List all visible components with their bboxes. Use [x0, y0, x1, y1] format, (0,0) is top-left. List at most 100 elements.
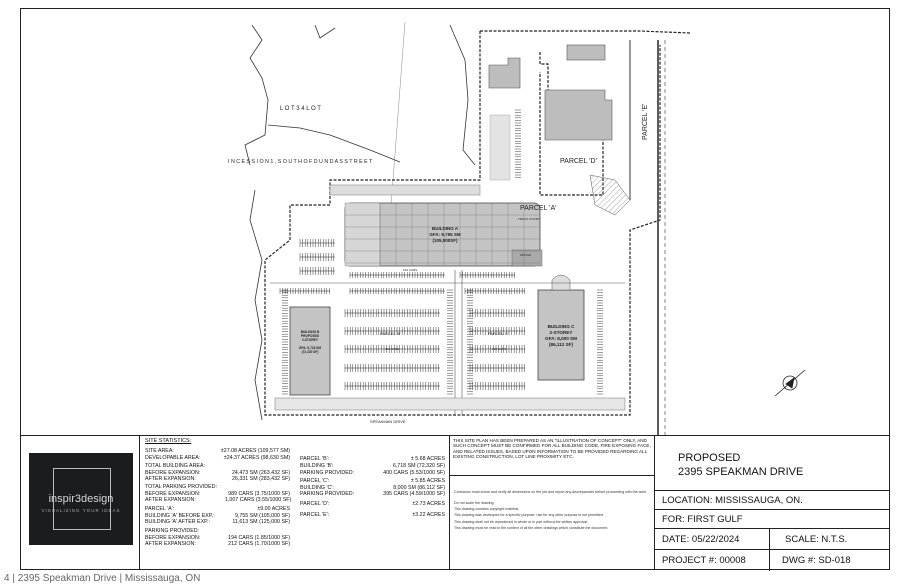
building-a-label: BUILDING A GFA: 9,755 SM (105,000SF): [429, 226, 461, 243]
stat-label: AFTER EXPANSION:: [145, 497, 196, 503]
stat-value: ±9.00 ACRES: [257, 506, 290, 512]
scale: SCALE: N.T.S.: [770, 529, 890, 550]
stat-value: 26,331 SM (283,432 SF): [231, 476, 290, 482]
company-logo: inspir3design VISUALIZING YOUR IDEAS: [29, 453, 133, 545]
stat-value: ±27.08 ACRES (109,577 SM): [220, 448, 290, 454]
stat-label: TOTAL PARKING PROVIDED:: [145, 484, 217, 490]
stat-label: BUILDING 'C':: [300, 484, 334, 491]
stat-label: BUILDING 'A' AFTER EXP.:: [145, 519, 210, 525]
svg-text:(72,320 SF): (72,320 SF): [302, 350, 319, 354]
logo-tagline: VISUALIZING YOUR IDEAS: [41, 508, 121, 513]
north-arrow: [774, 369, 806, 397]
existing-buildings: [488, 44, 613, 141]
stat-value: 9,755 SM (105,000 SF): [234, 512, 290, 519]
stat-value: ±24.37 ACRES (98,630 SM): [223, 454, 290, 461]
logo-cell: inspir3design VISUALIZING YOUR IDEAS: [20, 435, 140, 570]
stat-value: 989 CARS (3.75/1000 SF): [228, 490, 290, 497]
stat-label: BUILDING 'A' BEFORE EXP.:: [145, 512, 215, 519]
stat-value: 24,473 SM (263,432 SF): [231, 469, 290, 476]
note-item: Do not scale the drawing.: [454, 501, 495, 505]
svg-text:GFA: 9,755 SM: GFA: 9,755 SM: [429, 232, 461, 237]
stat-label: PARKING PROVIDED:: [300, 491, 355, 497]
logo-name: inspir3design: [48, 493, 114, 505]
lot-label: L O T 3 4 L O T: [280, 106, 321, 112]
stat-label: PARKING PROVIDED:: [145, 528, 200, 534]
stat-label: BEFORE EXPANSION:: [145, 469, 201, 476]
project-title-1: PROPOSED: [678, 452, 741, 464]
building-c: [537, 274, 585, 381]
parking-stalls: [279, 109, 625, 408]
site-statistics: SITE STATISTICS: SITE AREA: ±27.08 ACRES…: [140, 435, 450, 570]
cars-a-label: 194 CARS: [403, 268, 417, 272]
landscape-strip: [329, 184, 481, 196]
date: DATE: 05/22/2024: [655, 529, 770, 550]
street-label: SPEAKMAN DRIVE: [370, 419, 406, 424]
note-item: This drawing must be read in the context…: [454, 526, 609, 530]
stat-value: 194 CARS (1.85/1000 SF): [228, 534, 290, 541]
stat-value: 212 CARS (1.70/1000 SF): [228, 541, 290, 547]
cars-b-label: 400 CARS: [385, 347, 399, 351]
parcel-b-label: PARCEL 'B': [380, 331, 401, 336]
disclaimer: THIS SITE PLAN HAS BEEN PREPARED AS AN "…: [450, 436, 655, 476]
svg-text:(86,112 SF): (86,112 SF): [549, 342, 573, 347]
stat-value: 395 CARS (4.59/1000 SF): [383, 491, 445, 497]
building-a: [344, 202, 543, 267]
svg-text:2-STOREY: 2-STOREY: [302, 338, 319, 342]
road-right: [629, 40, 666, 435]
stat-label: AFTER EXPANSION:: [145, 541, 196, 547]
stat-label: PARCEL 'E':: [300, 512, 330, 518]
project-title-2: 2395 SPEAKMAN DRIVE: [678, 466, 804, 478]
parcel-d-label: PARCEL 'D': [560, 158, 597, 165]
drawing-sheet: [20, 8, 890, 570]
parcel-a-label: PARCEL 'A': [520, 205, 557, 212]
stat-value: ± 5.68 ACRES: [410, 456, 445, 462]
cars-c-label: 395 CARS: [492, 347, 506, 351]
parcel-c-label: PARCEL 'C': [488, 331, 509, 336]
svg-text:BUILDING A: BUILDING A: [432, 226, 459, 231]
building-b-label: BUILDING B PROPOSED 2-STOREY GFA: 6,718 …: [299, 330, 321, 354]
svg-text:(105,000SF): (105,000SF): [432, 238, 458, 243]
site-plan: L O T 3 4 L O T I N C E S S I O N 1 , S …: [228, 21, 806, 435]
stat-value: 1,007 CARS (3.55/1000 SF): [225, 497, 292, 503]
svg-text:BUILDING C: BUILDING C: [548, 324, 575, 329]
note-item: This drawing shall not be reproduced in …: [454, 519, 589, 524]
building-c-label: BUILDING C 2-STOREY GFA: 8,000 SM (86,11…: [545, 324, 577, 347]
title-block: PROPOSED 2395 SPEAKMAN DRIVE LOCATION: M…: [655, 435, 890, 571]
building-b: [289, 306, 331, 396]
stat-label: DEVELOPABLE AREA:: [145, 454, 201, 461]
concession-label: I N C E S S I O N 1 , S O U T H O F D U …: [228, 159, 373, 165]
office-label: OFFICE: [520, 253, 531, 257]
stat-label: PARCEL 'A':: [145, 506, 175, 512]
parcel-e-label: PARCEL 'E': [642, 103, 649, 140]
stat-label: PARCEL 'B':: [300, 456, 330, 462]
drawing-notes: THIS SITE PLAN HAS BEEN PREPARED AS AN "…: [450, 435, 655, 570]
note-item: Contractor must check and verify all dim…: [454, 490, 648, 494]
stat-value: ±3.22 ACRES: [412, 512, 445, 518]
stat-label: PARKING PROVIDED:: [300, 469, 355, 476]
note-item: This drawing was developed for a specifi…: [454, 513, 605, 517]
location: LOCATION: MISSISSAUGA, ON.: [655, 491, 890, 510]
stat-value: 11,613 SM (125,000 SF): [232, 519, 290, 525]
stat-value: ±2.73 ACRES: [412, 501, 445, 507]
stats-heading: SITE STATISTICS:: [145, 438, 192, 444]
stat-value: ± 5.85 ACRES: [410, 478, 445, 484]
stat-label: AFTER EXPANSION:: [145, 476, 196, 482]
stat-label: PARCEL 'D':: [300, 501, 330, 507]
note-item: This drawing contains copyright material…: [454, 506, 520, 511]
svg-text:2-STOREY: 2-STOREY: [550, 330, 573, 335]
landscape-strip: [489, 114, 511, 181]
stat-value: 6,718 SM (72,320 SF): [392, 463, 445, 469]
lot-outline: [244, 21, 476, 421]
truck-court-label: TRUCK COURT: [518, 217, 540, 221]
drawing-number: DWG #: SD-018: [782, 555, 851, 566]
svg-text:PROPOSED: PROPOSED: [301, 334, 320, 338]
stat-label: PARCEL 'C':: [300, 478, 330, 484]
stat-label: TOTAL BUILDING AREA:: [145, 463, 205, 469]
client: FOR: FIRST GULF: [655, 510, 890, 529]
svg-text:GFA: 8,000 SM: GFA: 8,000 SM: [545, 336, 577, 341]
project-number: PROJECT #: 00008: [655, 550, 770, 571]
drive-aisles: [270, 270, 626, 415]
stat-label: BEFORE EXPANSION:: [145, 534, 201, 541]
stat-label: BUILDING 'B':: [300, 463, 334, 469]
page-footer: 4 | 2395 Speakman Drive | Mississauga, O…: [4, 573, 201, 584]
